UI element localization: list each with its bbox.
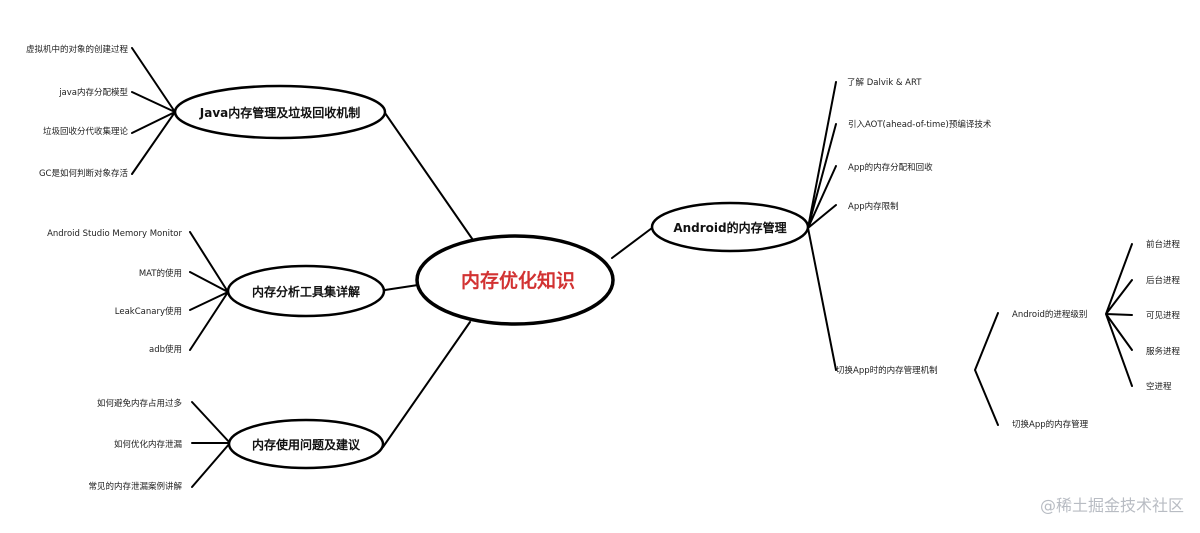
branch-node-android: Android的内存管理 (650, 201, 810, 253)
leaf-java-2: java内存分配模型 (58, 87, 128, 98)
branch-label-tools: 内存分析工具集详解 (252, 284, 360, 299)
leaf-process-1: 前台进程 (1146, 239, 1181, 250)
edge-center-android (611, 227, 653, 259)
edge-tools-leaves (189, 231, 229, 351)
edge-android-leaves (807, 81, 837, 371)
center-label: 内存优化知识 (461, 269, 575, 292)
branch-node-tools: 内存分析工具集详解 (226, 264, 386, 318)
leaf-usage-3: 常见的内存泄漏案例讲解 (88, 481, 182, 492)
leaf-android-1: 了解 Dalvik & ART (847, 77, 922, 88)
leaf-java-1: 虚拟机中的对象的创建过程 (26, 44, 129, 55)
leaf-java-3: 垃圾回收分代收集理论 (43, 126, 129, 137)
leaf-android-switch: 切换App时的内存管理机制 (836, 365, 938, 376)
edge-java-leaves (131, 47, 176, 175)
leaf-process-4: 服务进程 (1146, 346, 1181, 357)
edge-center-usage (382, 321, 471, 448)
leaf-android-2: 引入AOT(ahead-of-time)预编译技术 (848, 119, 992, 130)
branch-label-java: Java内存管理及垃圾回收机制 (199, 105, 360, 120)
leaf-switch-mem: 切换App的内存管理 (1012, 419, 1089, 430)
leaf-process-5: 空进程 (1146, 381, 1172, 392)
leaf-tools-3: LeakCanary使用 (115, 306, 182, 317)
edge-center-tools (384, 284, 419, 291)
leaf-java-4: GC是如何判断对象存活 (39, 168, 129, 179)
edge-center-java (384, 112, 474, 241)
branch-label-usage: 内存使用问题及建议 (252, 437, 361, 452)
edge-usage-leaves (191, 401, 231, 488)
leaf-android-4: App内存限制 (848, 201, 899, 212)
leaf-usage-1: 如何避免内存占用过多 (97, 398, 183, 409)
edge-process-items (1105, 243, 1133, 387)
leaf-tools-2: MAT的使用 (139, 268, 182, 279)
leaf-process-2: 后台进程 (1146, 275, 1181, 286)
edge-switch-children (974, 312, 999, 426)
branch-label-android: Android的内存管理 (673, 220, 786, 235)
watermark: @稀土掘金技术社区 (1040, 496, 1184, 515)
branch-node-java: Java内存管理及垃圾回收机制 (173, 84, 387, 140)
leaf-process-3: 可见进程 (1146, 311, 1181, 321)
leaf-tools-4: adb使用 (149, 344, 182, 355)
branch-node-usage: 内存使用问题及建议 (227, 418, 385, 470)
center-node: 内存优化知识 (415, 234, 615, 326)
leaf-usage-2: 如何优化内存泄漏 (114, 439, 183, 450)
leaf-android-3: App的内存分配和回收 (848, 162, 933, 173)
leaf-process-levels: Android的进程级别 (1012, 309, 1087, 320)
leaf-tools-1: Android Studio Memory Monitor (47, 229, 182, 239)
